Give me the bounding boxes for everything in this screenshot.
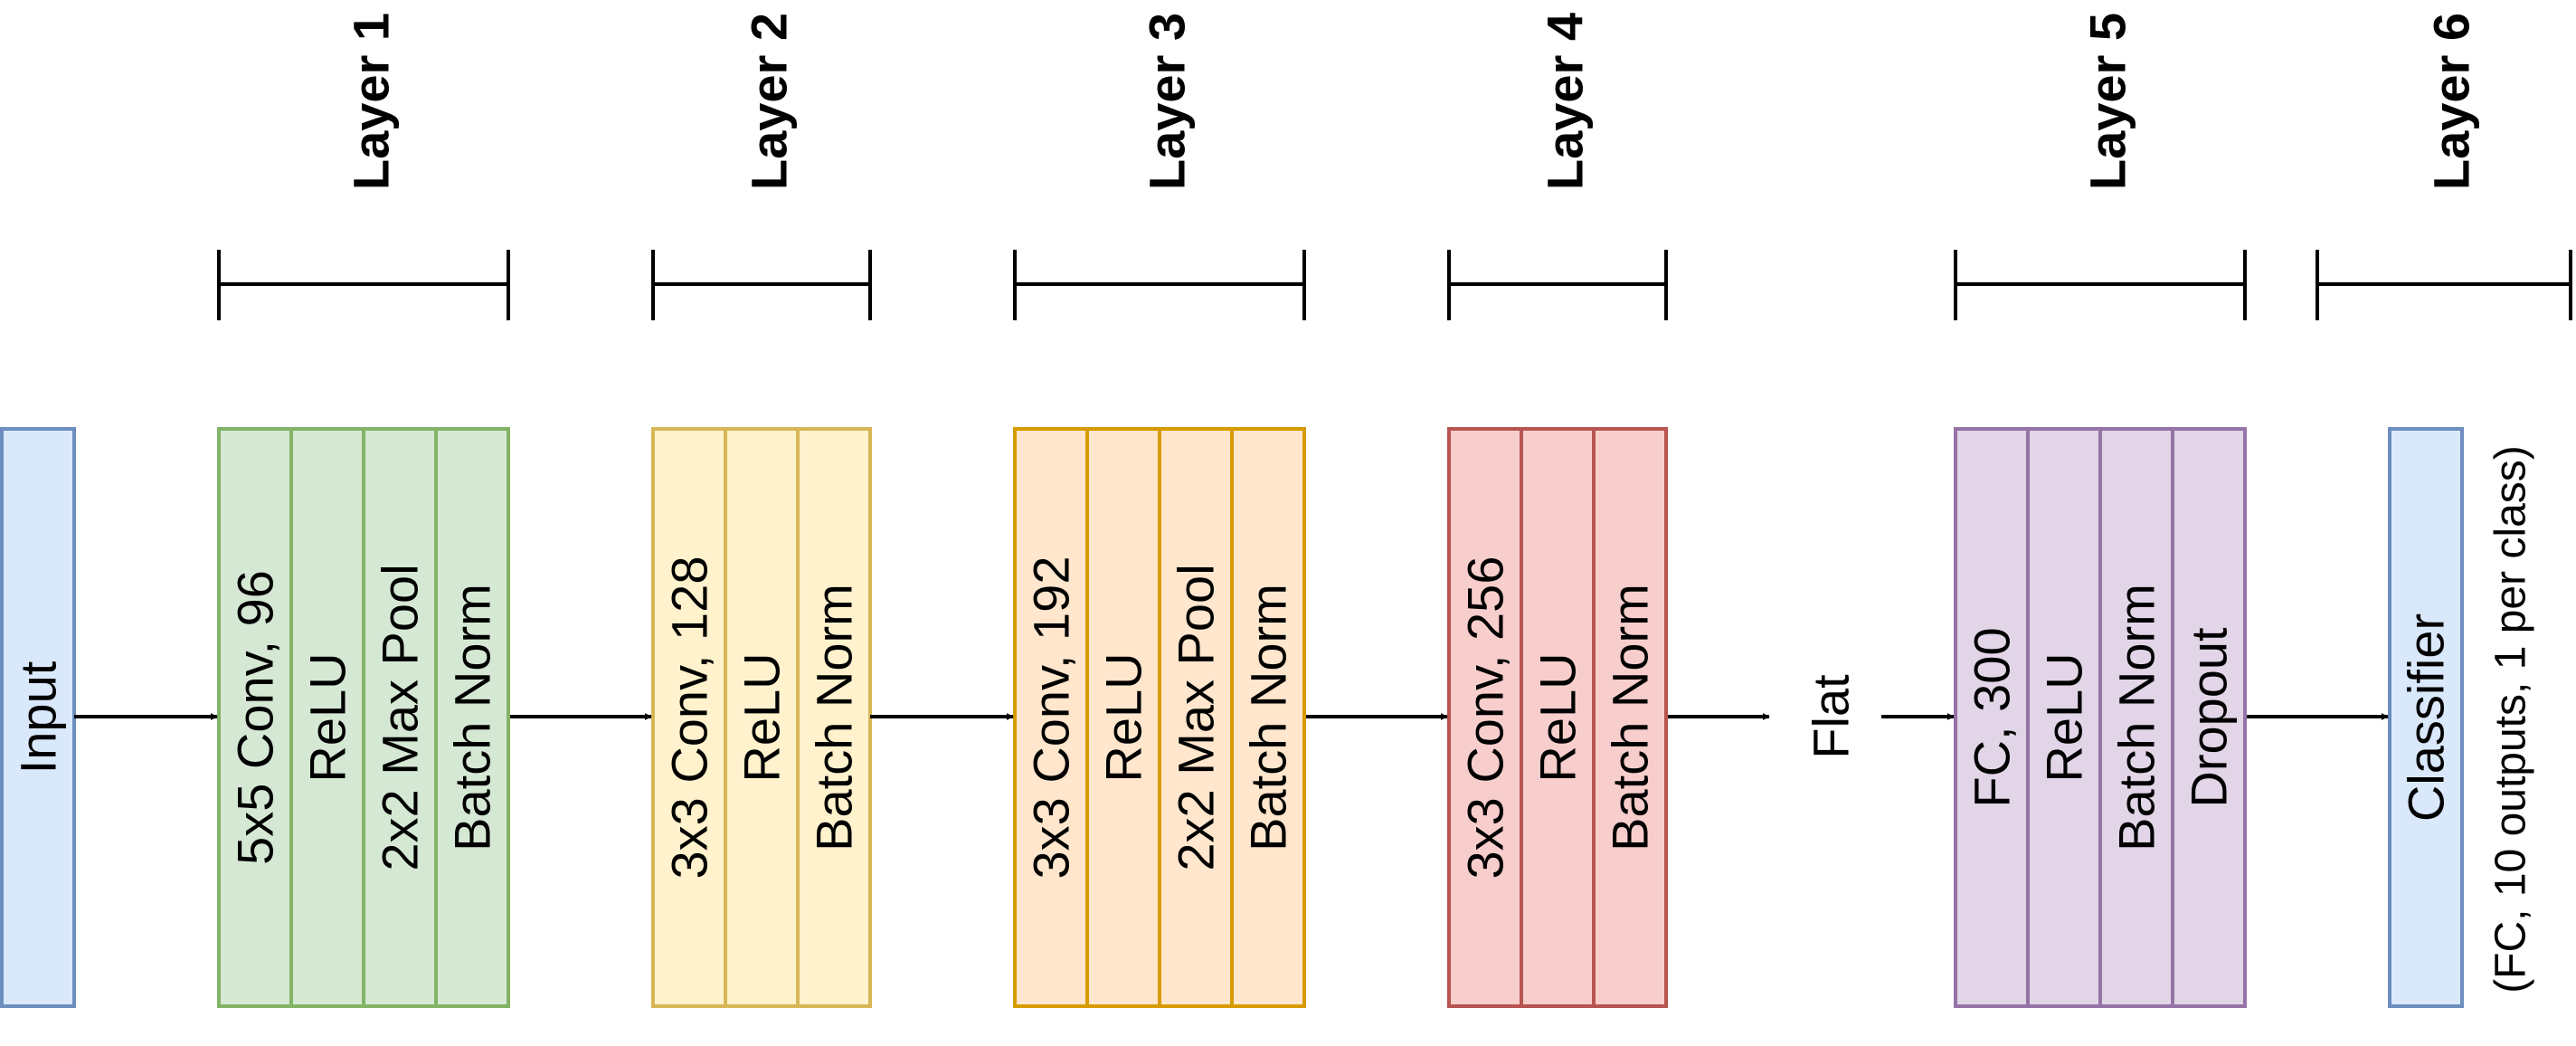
layer-6-bracket [2316, 250, 2572, 320]
layer-1-bracket [217, 250, 510, 320]
block-cell-label: 2x2 Max Pool [372, 564, 429, 870]
layer-5-block [1954, 427, 2247, 1008]
block-cell-label: ReLU [1095, 652, 1152, 782]
layer-3-bracket [1013, 250, 1306, 320]
classifier-label: Classifier [2398, 613, 2455, 822]
block-cell [2026, 427, 2102, 1008]
flat-label: Flat [1803, 674, 1860, 759]
block-cell-label: Batch Norm [1240, 584, 1297, 851]
layer-brackets [217, 250, 2572, 320]
block-cell [1230, 427, 1306, 1008]
layer-4-title: Layer 4 [1537, 13, 1594, 190]
block-cell-label: 3x3 Conv, 256 [1457, 556, 1514, 880]
layer-4-bracket [1447, 250, 1668, 320]
layer-3-block [1013, 427, 1306, 1008]
block-cell-label: Dropout [2181, 627, 2238, 808]
block-cell [1447, 427, 1523, 1008]
block-cell-label: Batch Norm [806, 584, 863, 851]
block-cell-label: 2x2 Max Pool [1168, 564, 1225, 870]
block-cell-label: ReLU [299, 652, 356, 782]
block-cell [362, 427, 438, 1008]
layer-2-bracket [651, 250, 872, 320]
block-cell [2098, 427, 2174, 1008]
block-cell-label: 3x3 Conv, 128 [661, 556, 718, 880]
input-label: Input [10, 661, 67, 774]
block-cell-label: 5x5 Conv, 96 [227, 570, 284, 865]
layer-2-title: Layer 2 [741, 13, 798, 190]
block-cell [1592, 427, 1668, 1008]
block-cell-label: Batch Norm [2108, 584, 2165, 851]
layer-4-block [1447, 427, 1668, 1008]
block-cell [217, 427, 293, 1008]
block-cell-label: Batch Norm [444, 584, 501, 851]
layer-5-bracket [1954, 250, 2247, 320]
block-labels: Input 5x5 Conv, 96 ReLU 2x2 Max Pool Batch N… [10, 445, 2535, 994]
block-cell [651, 427, 727, 1008]
layer-1-block [217, 427, 510, 1008]
layer-3-title: Layer 3 [1139, 13, 1196, 190]
block-cell-label: Batch Norm [1602, 584, 1659, 851]
block-cell [796, 427, 872, 1008]
layer-2-block [651, 427, 872, 1008]
block-cell [1085, 427, 1161, 1008]
block-cell [434, 427, 510, 1008]
layer-5-title: Layer 5 [2079, 13, 2136, 190]
layer-blocks [0, 427, 2464, 1008]
block-cell-label: 3x3 Conv, 192 [1023, 556, 1080, 880]
block-cell [1954, 427, 2030, 1008]
layer-6-title: Layer 6 [2423, 13, 2480, 190]
block-cell-label: ReLU [2036, 652, 2093, 782]
block-cell [2171, 427, 2247, 1008]
block-cell-label: ReLU [1530, 652, 1586, 782]
classifier-box [2388, 427, 2464, 1008]
layer-1-title: Layer 1 [343, 13, 400, 190]
layer-titles: Layer 1 Layer 2 Layer 3 Layer 4 Layer 5 Layer… [343, 13, 2480, 190]
block-cell-label: FC, 300 [1964, 627, 2021, 807]
classifier-note: (FC, 10 outputs, 1 per class) [2487, 445, 2535, 994]
block-cell-label: ReLU [734, 652, 791, 782]
